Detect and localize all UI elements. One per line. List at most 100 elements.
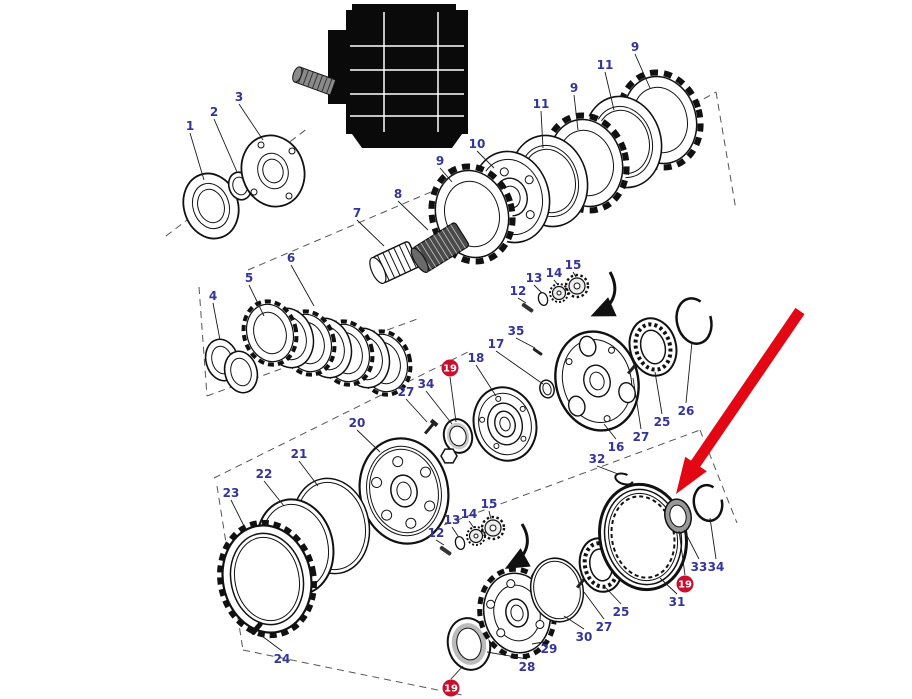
part-callout-3[interactable]: 3 <box>235 90 243 104</box>
part-callout-30[interactable]: 30 <box>576 630 593 644</box>
leader-line <box>290 264 315 307</box>
leader-line <box>405 398 428 423</box>
part-callout-10[interactable]: 10 <box>469 137 486 151</box>
part-callout-22[interactable]: 22 <box>256 467 273 481</box>
leader-line <box>356 429 381 453</box>
part-ring-30 <box>529 557 585 623</box>
part-callout-24[interactable]: 24 <box>274 652 291 666</box>
part-callout-16[interactable]: 16 <box>608 440 625 454</box>
part-planet-carrier-16 <box>554 330 640 432</box>
part-callout-17[interactable]: 17 <box>488 337 505 351</box>
part-pin-12-lower <box>439 545 452 556</box>
service-kit-badge-19[interactable]: 19 <box>441 359 459 377</box>
part-callout-12[interactable]: 12 <box>428 526 445 540</box>
part-disc-stack-5-6 <box>241 299 413 397</box>
part-callout-32[interactable]: 32 <box>589 452 606 466</box>
service-kit-badge-19[interactable]: 19 <box>442 679 460 697</box>
leader-line <box>533 284 543 294</box>
part-callout-9[interactable]: 9 <box>631 40 639 54</box>
part-callout-29[interactable]: 29 <box>541 642 558 656</box>
part-callout-8[interactable]: 8 <box>394 187 402 201</box>
leader-line <box>451 526 459 537</box>
leader-line <box>540 110 544 149</box>
part-callout-9[interactable]: 9 <box>570 81 578 95</box>
part-hex-nut <box>440 448 458 464</box>
leader-line <box>213 118 238 173</box>
part-callout-14[interactable]: 14 <box>546 266 563 280</box>
part-callout-13[interactable]: 13 <box>526 271 543 285</box>
leader-line <box>450 665 464 680</box>
part-hub-3 <box>240 134 306 208</box>
leader-line <box>475 364 497 397</box>
leader-line <box>683 529 700 560</box>
part-callout-7[interactable]: 7 <box>353 206 361 220</box>
badge-label: 19 <box>444 684 458 695</box>
part-gear-15-upper <box>564 273 590 299</box>
part-callout-25[interactable]: 25 <box>654 415 671 429</box>
leader-line <box>468 520 475 529</box>
leader-lines <box>189 53 717 660</box>
part-callout-14[interactable]: 14 <box>461 507 478 521</box>
part-callout-2[interactable]: 2 <box>210 105 218 119</box>
part-callout-27[interactable]: 27 <box>633 430 650 444</box>
badge-circle[interactable] <box>441 359 459 377</box>
part-callout-31[interactable]: 31 <box>669 595 686 609</box>
leader-line <box>572 271 577 278</box>
part-callout-11[interactable]: 11 <box>597 58 614 72</box>
part-callout-13[interactable]: 13 <box>444 513 461 527</box>
part-snap-ring-34-bottom <box>692 483 724 523</box>
leader-line <box>495 350 544 385</box>
part-seal-34-left <box>442 418 474 454</box>
part-callout-5[interactable]: 5 <box>245 271 253 285</box>
leader-line <box>515 337 536 349</box>
part-callout-23[interactable]: 23 <box>223 486 240 500</box>
leader-line <box>356 219 385 247</box>
part-callout-27[interactable]: 27 <box>596 620 613 634</box>
part-callout-11[interactable]: 11 <box>533 97 550 111</box>
leader-line <box>659 577 678 595</box>
badge-circle[interactable] <box>676 575 694 593</box>
part-washer-13-lower <box>454 535 466 551</box>
part-ring-gear-23 <box>217 519 317 639</box>
part-callout-21[interactable]: 21 <box>291 447 308 461</box>
part-bearing-25-mid <box>628 317 678 377</box>
leader-line <box>632 377 642 430</box>
part-clip-32 <box>614 472 634 486</box>
part-callout-4[interactable]: 4 <box>209 289 217 303</box>
part-callout-27[interactable]: 27 <box>398 385 415 399</box>
part-needle-bearing-7 <box>369 241 420 284</box>
part-callout-12[interactable]: 12 <box>510 284 527 298</box>
leader-line <box>189 132 205 181</box>
leader-line <box>238 103 264 141</box>
leader-line <box>531 640 550 645</box>
part-callout-20[interactable]: 20 <box>349 416 366 430</box>
highlight-arrow <box>676 307 805 494</box>
leader-line <box>425 390 453 425</box>
part-gear-15-lower <box>480 515 506 541</box>
leader-line <box>261 635 283 652</box>
leader-line <box>263 480 285 507</box>
part-callout-33[interactable]: 33 <box>691 560 708 574</box>
part-hub-18 <box>472 386 538 462</box>
part-callout-26[interactable]: 26 <box>678 404 695 418</box>
part-callout-25[interactable]: 25 <box>613 605 630 619</box>
part-callout-6[interactable]: 6 <box>287 251 295 265</box>
assembly-direction-arrow-lower <box>504 523 531 569</box>
service-kit-badge-19[interactable]: 19 <box>676 575 694 593</box>
leader-line <box>298 460 319 487</box>
part-callout-18[interactable]: 18 <box>468 351 485 365</box>
part-callout-34[interactable]: 34 <box>418 377 435 391</box>
part-callout-9[interactable]: 9 <box>436 154 444 168</box>
part-callout-34[interactable]: 34 <box>708 560 725 574</box>
part-callout-1[interactable]: 1 <box>186 119 194 133</box>
part-callout-28[interactable]: 28 <box>519 660 536 674</box>
leader-line <box>596 465 619 475</box>
leader-line <box>435 539 445 546</box>
part-callout-15[interactable]: 15 <box>565 258 582 272</box>
part-callout-15[interactable]: 15 <box>481 497 498 511</box>
part-pin-35 <box>532 347 543 356</box>
badge-circle[interactable] <box>442 679 460 697</box>
part-callout-35[interactable]: 35 <box>508 324 525 338</box>
